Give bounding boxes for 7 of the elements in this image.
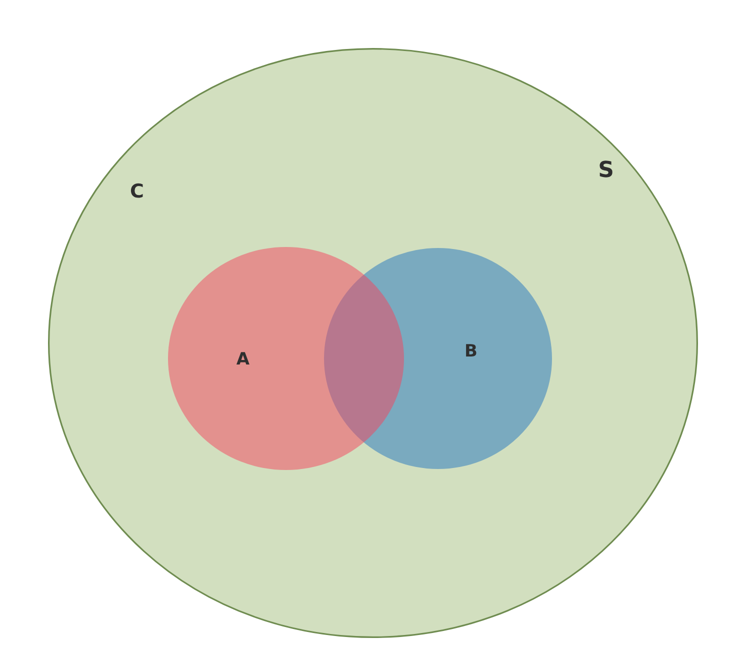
set-label: S [598, 160, 614, 182]
set-label: A [236, 352, 250, 368]
set-label: B [464, 344, 478, 360]
set-ellipse [48, 48, 698, 638]
region-label: C [130, 182, 144, 202]
set-circle [324, 248, 552, 469]
set-circle [168, 247, 404, 470]
